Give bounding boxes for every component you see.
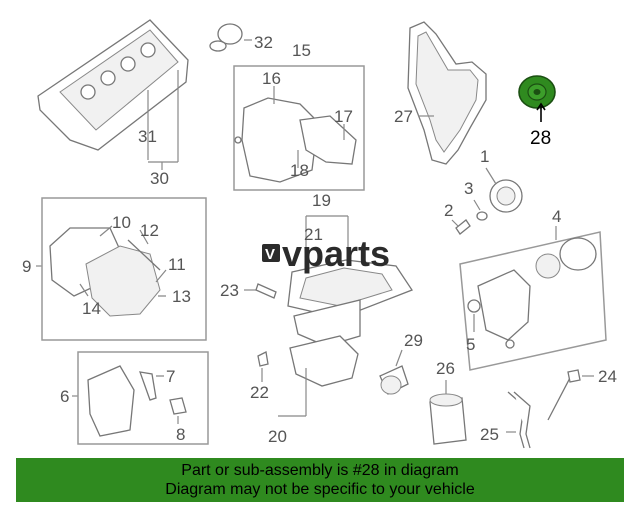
- callout-16: 16: [262, 69, 281, 88]
- callout-31: 31: [138, 127, 157, 146]
- parts-diagram: 31 30 32 15 16 17 18 27 28 1 2 3: [22, 19, 617, 449]
- valve-cover-part: [37, 19, 189, 170]
- oil-seal-part: [485, 167, 523, 213]
- callout-12: 12: [140, 221, 159, 240]
- callout-6: 6: [60, 387, 69, 406]
- oil-pump-box: [459, 231, 607, 371]
- callout-14: 14: [82, 299, 101, 318]
- callout-20: 20: [268, 427, 287, 446]
- lower-cover-box: [77, 351, 209, 445]
- callout-19: 19: [312, 191, 331, 210]
- banner-line-2: Diagram may not be specific to your vehi…: [165, 481, 475, 498]
- timing-pulley-part-28: [518, 75, 556, 122]
- watermark-text: vparts: [282, 233, 390, 274]
- callout-17: 17: [334, 107, 353, 126]
- watermark-mark: V: [265, 246, 275, 263]
- sensor-part: [244, 283, 277, 299]
- callout-30: 30: [150, 169, 169, 188]
- timing-cover-parts: [234, 86, 357, 183]
- callout-11: 11: [168, 255, 186, 274]
- oil-filter-part: [429, 380, 467, 445]
- callout-2: 2: [444, 201, 453, 220]
- banner-line-1: Part or sub-assembly is #28 in diagram: [181, 462, 459, 479]
- callout-7: 7: [166, 367, 175, 386]
- callout-29: 29: [404, 331, 423, 350]
- callout-15: 15: [292, 41, 311, 60]
- callout-26: 26: [436, 359, 455, 378]
- oil-pan-part: [278, 259, 413, 417]
- callout-25: 25: [480, 425, 499, 444]
- oil-cap-part: [209, 23, 252, 52]
- callout-24: 24: [598, 367, 617, 386]
- callout-9: 9: [22, 257, 31, 276]
- callout-21: 21: [304, 225, 323, 244]
- drain-plug-part: [257, 351, 269, 382]
- callout-3: 3: [464, 179, 473, 198]
- bushing-part: [379, 349, 409, 395]
- callout-27: 27: [394, 107, 413, 126]
- front-cover-parts: [49, 225, 167, 317]
- callout-23: 23: [220, 281, 239, 300]
- dipstick-tube-part: [506, 391, 531, 449]
- timing-belt-part: [407, 21, 487, 165]
- callout-28: 28: [530, 128, 551, 149]
- callout-18: 18: [290, 161, 309, 180]
- lower-cover-parts: [87, 365, 187, 437]
- callout-32: 32: [254, 33, 273, 52]
- front-cover-box: [41, 197, 207, 341]
- callout-22: 22: [250, 383, 269, 402]
- dipstick-part: [547, 369, 594, 421]
- info-banner: Part or sub-assembly is #28 in diagram D…: [16, 458, 624, 502]
- callout-13: 13: [172, 287, 191, 306]
- callout-8: 8: [176, 425, 185, 444]
- callout-10: 10: [112, 213, 131, 232]
- callout-1: 1: [480, 147, 489, 166]
- bolt-washer-parts: [451, 199, 488, 235]
- timing-cover-box: [233, 65, 365, 191]
- callout-4: 4: [552, 207, 561, 226]
- oil-pump-parts: [467, 226, 597, 349]
- vparts-watermark: V vparts: [262, 233, 390, 274]
- callout-5: 5: [466, 335, 475, 354]
